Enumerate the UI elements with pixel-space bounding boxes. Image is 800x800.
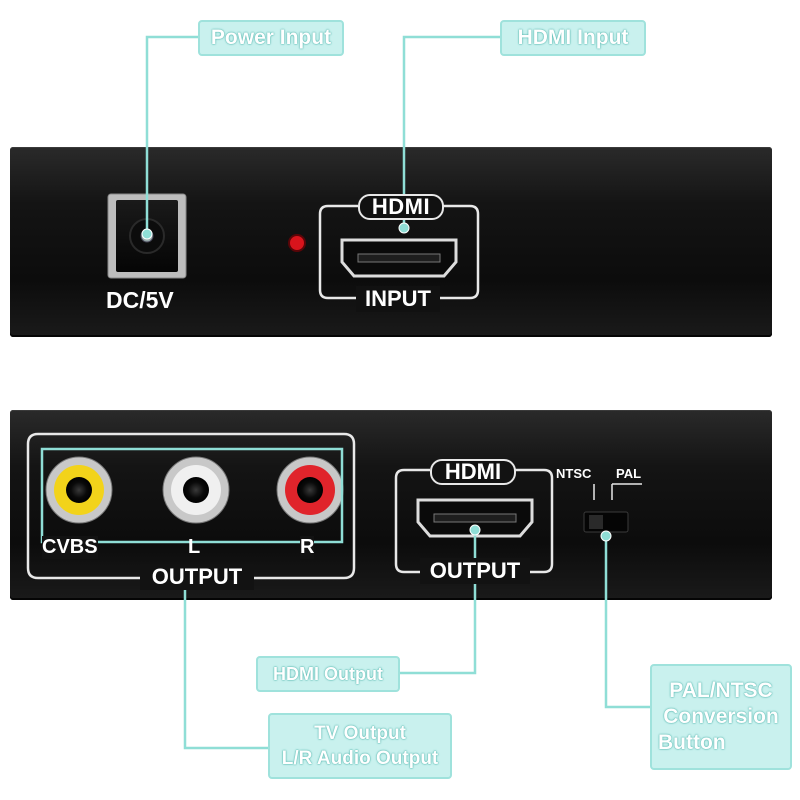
dc-5v-label: DC/5V <box>106 287 174 313</box>
ntsc-label: NTSC <box>556 466 592 481</box>
cvbs-jack <box>45 456 113 524</box>
left-audio-label: L <box>188 536 201 558</box>
hdmi-output-text: HDMI Output <box>273 664 383 684</box>
hdmi-output-callout: HDMI Output <box>256 656 400 692</box>
conversion-text: Conversion <box>663 705 779 728</box>
leader-dots <box>141 222 612 542</box>
right-audio-label: R <box>300 536 315 559</box>
power-input-text: Power Input <box>210 26 332 49</box>
left-audio-jack <box>162 456 230 524</box>
power-led <box>288 234 306 252</box>
tv-output-text: TV Output <box>314 723 406 744</box>
input-label: INPUT <box>356 286 440 312</box>
av-output-frame <box>26 432 356 580</box>
hdmi-input-text: HDMI Input <box>517 26 629 49</box>
button-text: Button <box>658 731 726 754</box>
av-output-label: OUTPUT <box>140 564 254 590</box>
hdmi-logo-input: HDMI <box>358 194 444 220</box>
leader-lines <box>40 35 652 750</box>
output-side-panel <box>10 410 772 600</box>
hdmi-input-frame <box>318 204 480 300</box>
hdmi-output-frame <box>394 468 554 574</box>
pal-label: PAL <box>616 466 642 481</box>
hdmi-output-port <box>416 498 534 538</box>
pal-ntsc-switch <box>583 511 629 533</box>
lr-audio-output-text: L/R Audio Output <box>281 748 439 769</box>
hdmi-input-port <box>340 238 458 278</box>
right-audio-jack <box>276 456 344 524</box>
tv-output-callout: TV Output L/R Audio Output <box>268 713 452 779</box>
power-input-callout: Power Input <box>198 20 344 56</box>
cvbs-label: CVBS <box>42 536 98 559</box>
hdmi-logo-output: HDMI <box>430 459 516 485</box>
hdmi-input-callout: HDMI Input <box>500 20 646 56</box>
pal-ntsc-text: PAL/NTSC <box>669 679 773 702</box>
hdmi-output-label: OUTPUT <box>420 558 530 584</box>
pal-ntsc-callout: PAL/NTSC Conversion Button <box>650 664 792 770</box>
